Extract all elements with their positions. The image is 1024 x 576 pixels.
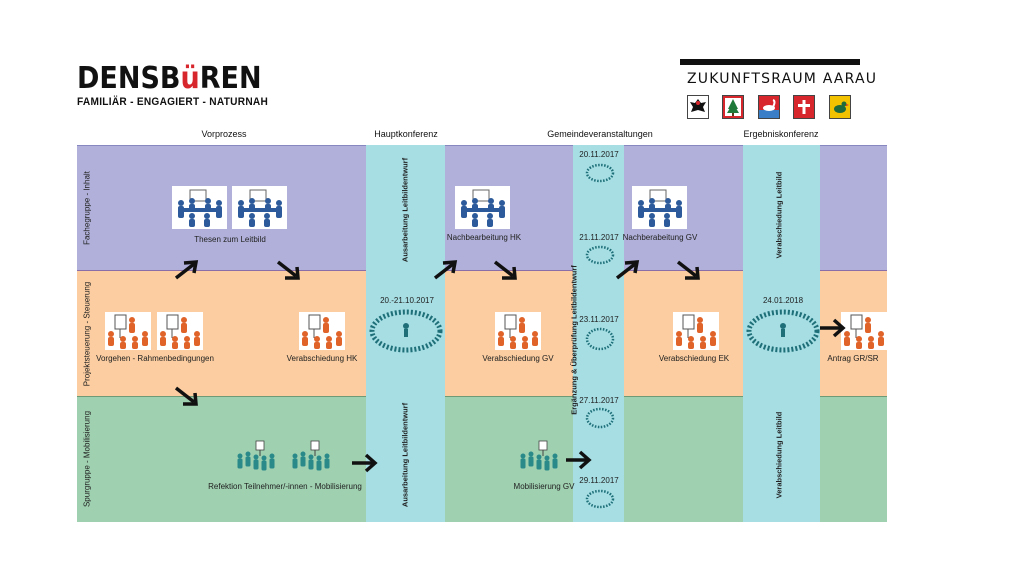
lane-label-spurgruppe: Spurgruppe - Mobilisierung xyxy=(82,410,92,508)
process-diagram: Fachegruppe - Inhalt Projektsteuerung - … xyxy=(77,145,887,522)
arrow-up-right-icon xyxy=(433,260,458,280)
zukunftsraum-aarau-logo: ZUKUNFTSRAUM AARAU xyxy=(680,59,876,124)
date-ek: 24.01.2018 xyxy=(762,296,804,305)
lane-label-projektsteuerung: Projektsteuerung - Steuerung xyxy=(82,281,92,387)
arrow-down-right-icon xyxy=(493,260,517,280)
meeting-group-icon xyxy=(172,186,227,229)
small-circle-icon xyxy=(584,487,616,511)
cross-crest-icon xyxy=(793,95,815,119)
label-nachberabeitung-gv: Nachberabeitung GV xyxy=(622,233,698,242)
presentation-group-icon xyxy=(299,312,345,350)
meeting-group-icon xyxy=(632,186,687,229)
label-refektion: Refektion Teilnehmer/-innen - Mobilisier… xyxy=(208,482,362,491)
arrow-up-right-icon xyxy=(615,260,640,280)
plenary-circle-icon xyxy=(367,306,445,356)
date-gv-2: 21.11.2017 xyxy=(579,233,619,242)
date-hk: 20.-21.10.2017 xyxy=(380,296,434,305)
presentation-group-icon xyxy=(673,312,719,350)
mobilization-group-icon xyxy=(517,438,561,476)
meeting-group-icon xyxy=(232,186,287,229)
arrow-right-icon xyxy=(820,318,846,338)
logo-bar xyxy=(680,59,860,65)
arrow-up-right-icon xyxy=(174,260,199,280)
tree-crest-icon xyxy=(722,95,744,119)
lane-label-fachgruppe: Fachegruppe - Inhalt xyxy=(82,171,92,245)
presentation-group-icon xyxy=(841,312,887,350)
arrow-right-icon xyxy=(352,453,378,473)
arrow-right-icon xyxy=(566,450,592,470)
eagle-crest-icon xyxy=(687,95,709,119)
label-nachbearbeitung-hk: Nachbearbeitung HK xyxy=(446,233,522,242)
label-thesen: Thesen zum Leitbild xyxy=(194,235,266,244)
column-text-gv: Ergänzung & Überprüfung Leitbildentwurf xyxy=(569,265,579,415)
arrow-down-right-icon xyxy=(676,260,700,280)
densbueren-logo-title: DENSBüREN xyxy=(77,61,262,96)
presentation-group-icon xyxy=(105,312,151,350)
phase-ergebniskonferenz: Ergebniskonferenz xyxy=(743,129,819,139)
label-verabschiedung-hk: Verabschiedung HK xyxy=(286,354,358,363)
small-circle-icon xyxy=(584,405,616,431)
phase-hauptkonferenz: Hauptkonferenz xyxy=(374,129,438,139)
column-text-ek-top: Verabschiedung Leitbild xyxy=(774,171,784,259)
label-verabschiedung-gv: Verabschiedung GV xyxy=(482,354,554,363)
column-text-ek-bottom: Verabschiedung Leitbild xyxy=(774,411,784,499)
small-circle-icon xyxy=(584,243,616,267)
densbueren-logo-tagline: FAMILIÄR - ENGAGIERT - NATURNAH xyxy=(77,96,269,108)
plenary-circle-icon xyxy=(744,306,822,356)
column-text-hk-top: Ausarbeitung Leitbildentwurf xyxy=(400,157,410,263)
date-gv-1: 20.11.2017 xyxy=(579,150,619,159)
label-antrag: Antrag GR/SR xyxy=(827,354,879,363)
meeting-group-icon xyxy=(455,186,510,229)
densbueren-logo: DENSBüREN FAMILIÄR - ENGAGIERT - NATURNA… xyxy=(77,61,268,114)
small-circle-icon xyxy=(584,325,616,353)
swan-crest-icon xyxy=(758,95,780,119)
date-gv-5: 29.11.2017 xyxy=(579,476,619,485)
phase-gemeindeveranstaltungen: Gemeindeveranstaltungen xyxy=(547,129,653,139)
zukunftsraum-aarau-title: ZUKUNFTSRAUM AARAU xyxy=(687,71,878,87)
arrow-down-right-icon xyxy=(276,260,300,280)
presentation-group-icon xyxy=(157,312,203,350)
presentation-group-icon xyxy=(495,312,541,350)
date-gv-3: 23.11.2017 xyxy=(579,315,619,324)
duck-crest-icon xyxy=(829,95,851,119)
label-mobilisierung-gv: Mobilisierung GV xyxy=(513,482,575,491)
arrow-down-right-icon xyxy=(174,386,198,406)
label-vorgehen: Vorgehen - Rahmenbedingungen xyxy=(96,354,214,363)
date-gv-4: 27.11.2017 xyxy=(579,396,619,405)
mobilization-group-icon xyxy=(289,438,333,476)
phase-vorprozess: Vorprozess xyxy=(201,129,247,139)
mobilization-group-icon xyxy=(234,438,278,476)
small-circle-icon xyxy=(584,161,616,185)
column-text-hk-bottom: Ausarbeitung Leitbildentwurf xyxy=(400,402,410,508)
label-verabschiedung-ek: Verabschiedung EK xyxy=(658,354,730,363)
